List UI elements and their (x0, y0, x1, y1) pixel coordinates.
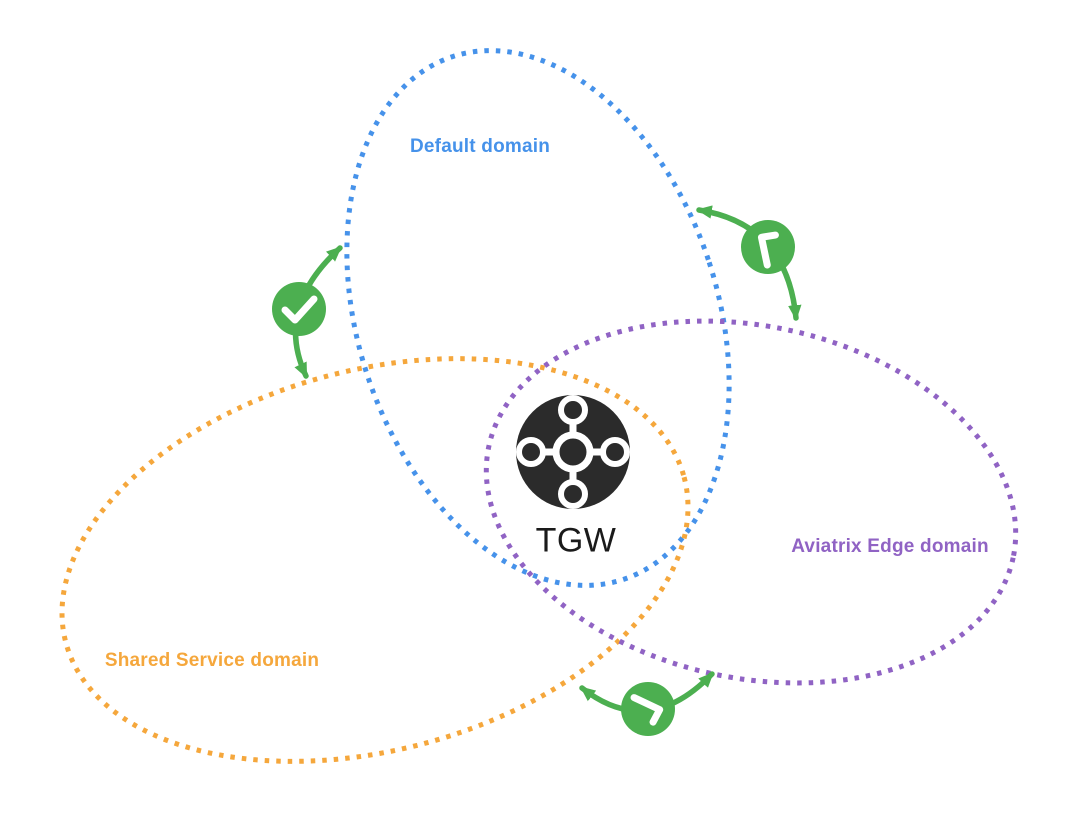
status-badge-shared-aviatrix (621, 682, 675, 736)
shared-service-domain-label: Shared Service domain (104, 650, 320, 671)
status-badge-shared-default (272, 282, 326, 336)
check-icon (281, 295, 318, 324)
transit-gateway-icon (516, 395, 630, 509)
status-badge-default-aviatrix (741, 220, 795, 274)
aviatrix-edge-domain-label: Aviatrix Edge domain (791, 536, 989, 557)
check-icon (630, 694, 664, 726)
default-domain-label: Default domain (409, 136, 551, 157)
shared-service-domain-ellipse (59, 356, 691, 764)
aviatrix-edge-domain-ellipse (483, 318, 1019, 686)
check-icon (757, 231, 779, 269)
tgw-label: TGW (535, 521, 617, 560)
